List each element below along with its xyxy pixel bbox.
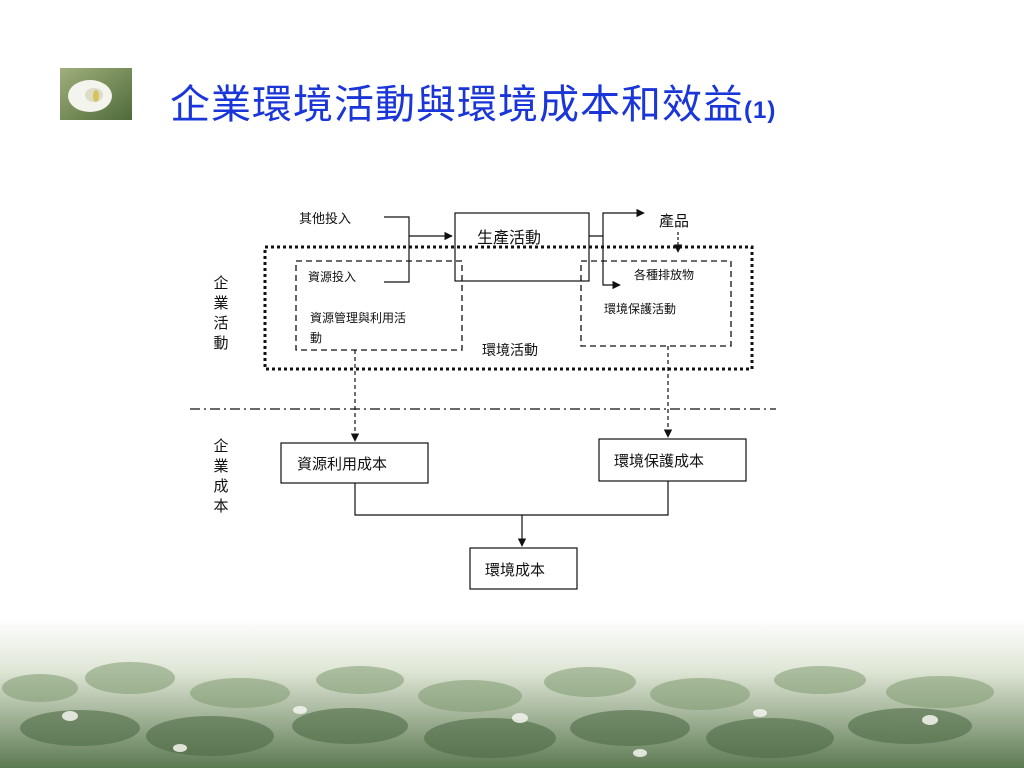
enterprise-activity-char: 活 bbox=[213, 314, 229, 332]
resource-input-label: 資源投入 bbox=[308, 270, 357, 284]
title-main: 企業環境活動與環境成本和效益 bbox=[170, 82, 744, 128]
env-protection-box bbox=[580, 260, 732, 347]
env-cost-box bbox=[469, 547, 578, 590]
enterprise-cost-char: 成 bbox=[213, 477, 229, 495]
other-inputs-label: 其他投入 bbox=[299, 212, 352, 227]
enterprise-activity-char: 企 bbox=[213, 274, 229, 292]
env-protection-activity-label: 環境保護活動 bbox=[604, 302, 677, 316]
env-protection-cost-label: 環境保護成本 bbox=[614, 452, 705, 470]
enterprise-cost-char: 企 bbox=[213, 437, 229, 455]
enterprise-activity-char: 業 bbox=[213, 294, 229, 312]
foliage-banner bbox=[0, 618, 1024, 768]
enterprise-cost-char: 本 bbox=[213, 497, 229, 515]
emissions-label: 各種排放物 bbox=[634, 268, 695, 282]
enterprise-activity-frame bbox=[263, 245, 754, 371]
enterprise-activity-char: 動 bbox=[213, 334, 229, 352]
merge-line bbox=[354, 481, 669, 516]
resource-cost-label: 資源利用成本 bbox=[297, 455, 388, 473]
enterprise-cost-label: 企 業 成 本 bbox=[212, 436, 230, 516]
enterprise-cost-char: 業 bbox=[213, 457, 229, 475]
production-label: 生產活動 bbox=[477, 228, 542, 247]
production-box bbox=[454, 212, 590, 282]
env-protection-cost-box bbox=[598, 438, 747, 482]
env-cost-label: 環境成本 bbox=[485, 561, 546, 579]
resource-mgmt-label-line2: 動 bbox=[310, 331, 323, 345]
product-label: 產品 bbox=[659, 212, 690, 230]
resource-management-box bbox=[295, 260, 463, 351]
page-title: 企業環境活動與環境成本和效益(1) bbox=[170, 72, 776, 130]
enterprise-activity-label: 企 業 活 動 bbox=[212, 273, 230, 353]
emission-line bbox=[602, 236, 621, 290]
env-activity-label: 環境活動 bbox=[482, 343, 538, 359]
other-input-line bbox=[384, 216, 410, 283]
output-trunk bbox=[589, 208, 645, 237]
calla-lily-icon bbox=[60, 68, 132, 120]
resource-mgmt-label-line1: 資源管理與利用活 bbox=[310, 311, 407, 325]
title-suffix: (1) bbox=[744, 97, 777, 124]
environment-cost-diagram bbox=[190, 208, 776, 590]
